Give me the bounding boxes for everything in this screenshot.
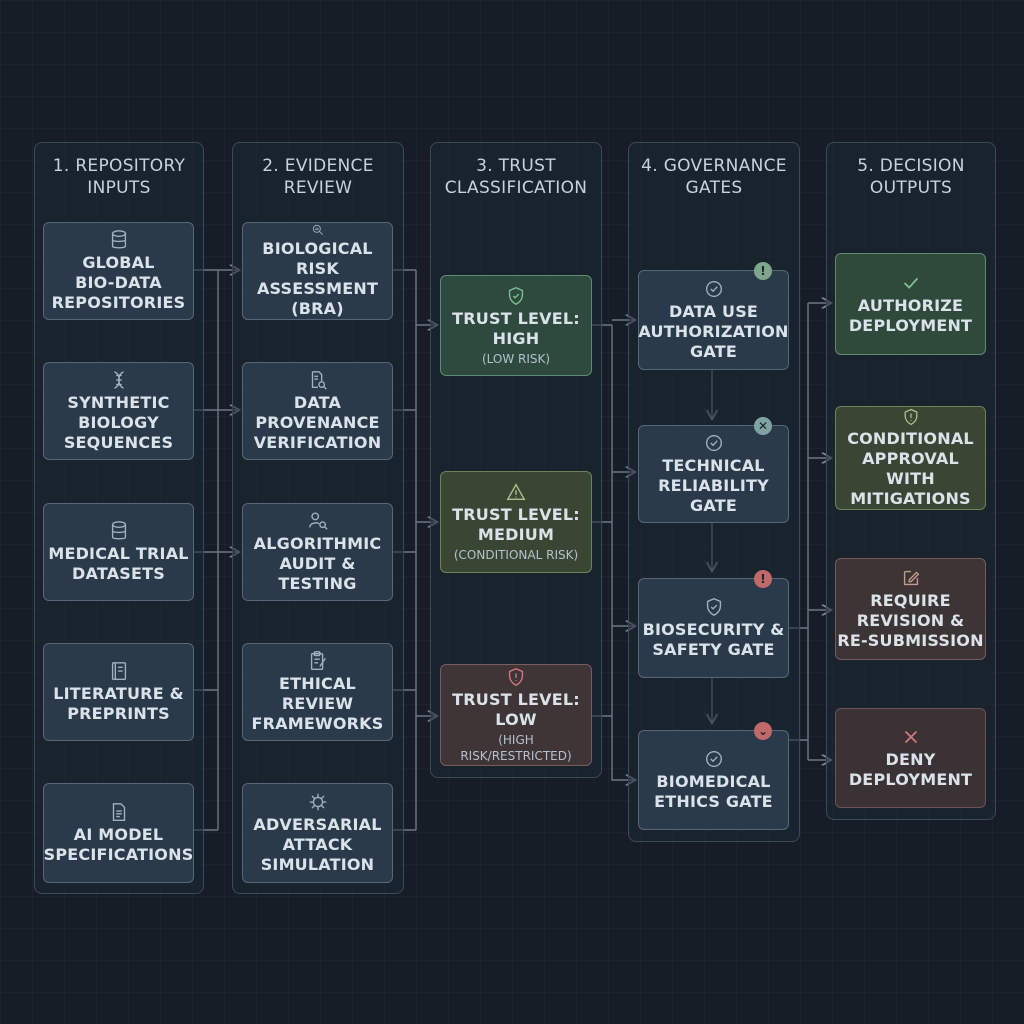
card-sublabel: (CONDITIONAL RISK) — [453, 548, 579, 562]
status-badge: ! — [754, 262, 772, 280]
card-label: TRUST LEVEL: HIGH — [452, 308, 580, 348]
database-icon — [111, 521, 126, 540]
card-label: DATA USE AUTHORIZATION GATE — [638, 302, 789, 361]
user-search-icon — [308, 512, 328, 530]
x-icon — [904, 730, 917, 744]
edit-icon — [903, 570, 919, 586]
checkmark-icon — [903, 277, 918, 289]
input-medical-trial[interactable]: MEDICAL TRIAL DATASETS — [43, 503, 194, 601]
evidence-biological-risk[interactable]: BIOLOGICAL RISK ASSESSMENT (BRA) — [242, 222, 393, 320]
card-label: ALGORITHMIC AUDIT & TESTING — [253, 534, 382, 593]
bug-icon — [309, 793, 326, 811]
card-label: GLOBAL BIO-DATA REPOSITORIES — [51, 253, 186, 312]
card-label: CONDITIONAL APPROVAL WITH MITIGATIONS — [847, 429, 974, 508]
document-icon — [112, 803, 125, 821]
check-circle-icon — [705, 434, 722, 452]
input-global-bio-data[interactable]: GLOBAL BIO-DATA REPOSITORIES — [43, 222, 194, 320]
output-require-revision[interactable]: REQUIRE REVISION & RE-SUBMISSION — [835, 558, 986, 660]
document-search-icon — [311, 371, 327, 390]
card-label: BIOSECURITY & SAFETY GATE — [642, 620, 785, 659]
card-label: LITERATURE & PREPRINTS — [53, 684, 184, 723]
link-trust-bus — [592, 324, 613, 717]
evidence-adversarial[interactable]: ADVERSARIAL ATTACK SIMULATION — [242, 783, 393, 883]
card-label: TECHNICAL RELIABILITY GATE — [658, 456, 769, 515]
gate-technical-reliability[interactable]: ✕ TECHNICAL RELIABILITY GATE — [638, 417, 789, 523]
link-to-ethics-gate — [611, 716, 634, 780]
card-label: DENY DEPLOYMENT — [848, 750, 973, 789]
check-circle-icon — [705, 280, 722, 298]
trust-level-high[interactable]: TRUST LEVEL: HIGH (LOW RISK) — [440, 275, 592, 376]
card-label: SYNTHETIC BIOLOGY SEQUENCES — [63, 393, 174, 452]
card-label: MEDICAL TRIAL DATASETS — [48, 544, 189, 583]
gate-data-use-authorization[interactable]: ! DATA USE AUTHORIZATION GATE — [638, 262, 789, 370]
output-deny-deployment[interactable]: DENY DEPLOYMENT — [835, 708, 986, 808]
card-label: ETHICAL REVIEW FRAMEWORKS — [251, 674, 384, 733]
card-label: REQUIRE REVISION & RE-SUBMISSION — [837, 591, 984, 650]
gate-biomedical-ethics[interactable]: ⌄ BIOMEDICAL ETHICS GATE — [638, 722, 789, 830]
card-label: AUTHORIZE DEPLOYMENT — [848, 296, 973, 335]
card-label: BIOMEDICAL ETHICS GATE — [654, 772, 773, 811]
link-evidence-bus — [393, 269, 417, 831]
output-authorize-deployment[interactable]: AUTHORIZE DEPLOYMENT — [835, 253, 986, 355]
trust-level-low[interactable]: TRUST LEVEL: LOW (HIGH RISK/RESTRICTED) — [440, 664, 592, 766]
status-badge: ⌄ — [754, 722, 772, 740]
check-circle-icon — [705, 750, 722, 768]
card-label: AI MODEL SPECIFICATIONS — [43, 825, 194, 864]
shield-alert-icon — [508, 668, 524, 687]
link-input-bus — [194, 269, 219, 831]
trust-level-medium[interactable]: TRUST LEVEL: MEDIUM (CONDITIONAL RISK) — [440, 471, 592, 573]
evidence-ethical-review[interactable]: ETHICAL REVIEW FRAMEWORKS — [242, 643, 393, 741]
dna-icon — [113, 371, 124, 389]
input-literature[interactable]: LITERATURE & PREPRINTS — [43, 643, 194, 741]
gate-biosecurity-safety[interactable]: ! BIOSECURITY & SAFETY GATE — [638, 570, 789, 678]
output-conditional-approval[interactable]: CONDITIONAL APPROVAL WITH MITIGATIONS — [835, 406, 986, 510]
search-chart-icon — [312, 224, 323, 235]
evidence-algorithmic-audit[interactable]: ALGORITHMIC AUDIT & TESTING — [242, 503, 393, 601]
column-title: 2. EVIDENCE REVIEW — [262, 156, 374, 198]
shield-alert-icon — [904, 408, 917, 426]
card-label: TRUST LEVEL: LOW — [452, 690, 580, 729]
card-sublabel: (HIGH RISK/RESTRICTED) — [460, 733, 572, 763]
shield-check-icon — [508, 286, 524, 305]
evidence-data-provenance[interactable]: DATA PROVENANCE VERIFICATION — [242, 362, 393, 460]
column-title: 3. TRUST CLASSIFICATION — [444, 156, 588, 198]
clipboard-icon — [310, 651, 326, 670]
input-synthetic-biology[interactable]: SYNTHETIC BIOLOGY SEQUENCES — [43, 362, 194, 460]
column-title: 1. REPOSITORY INPUTS — [52, 156, 186, 198]
card-sublabel: (LOW RISK) — [481, 351, 551, 366]
shield-check-icon — [706, 598, 721, 617]
column-title: 4. GOVERNANCE GATES — [641, 156, 787, 198]
card-label: TRUST LEVEL: MEDIUM — [452, 505, 580, 544]
column-title: 5. DECISION OUTPUTS — [857, 156, 965, 198]
status-badge: ✕ — [754, 417, 772, 435]
status-badge: ! — [754, 570, 772, 588]
card-label: DATA PROVENANCE VERIFICATION — [253, 393, 382, 452]
warning-icon — [506, 483, 526, 501]
card-label: ADVERSARIAL ATTACK SIMULATION — [253, 815, 382, 874]
input-ai-model-specs[interactable]: AI MODEL SPECIFICATIONS — [43, 783, 194, 883]
database-icon — [111, 230, 126, 249]
card-label: BIOLOGICAL RISK ASSESSMENT (BRA) — [256, 239, 379, 318]
book-icon — [111, 662, 126, 680]
